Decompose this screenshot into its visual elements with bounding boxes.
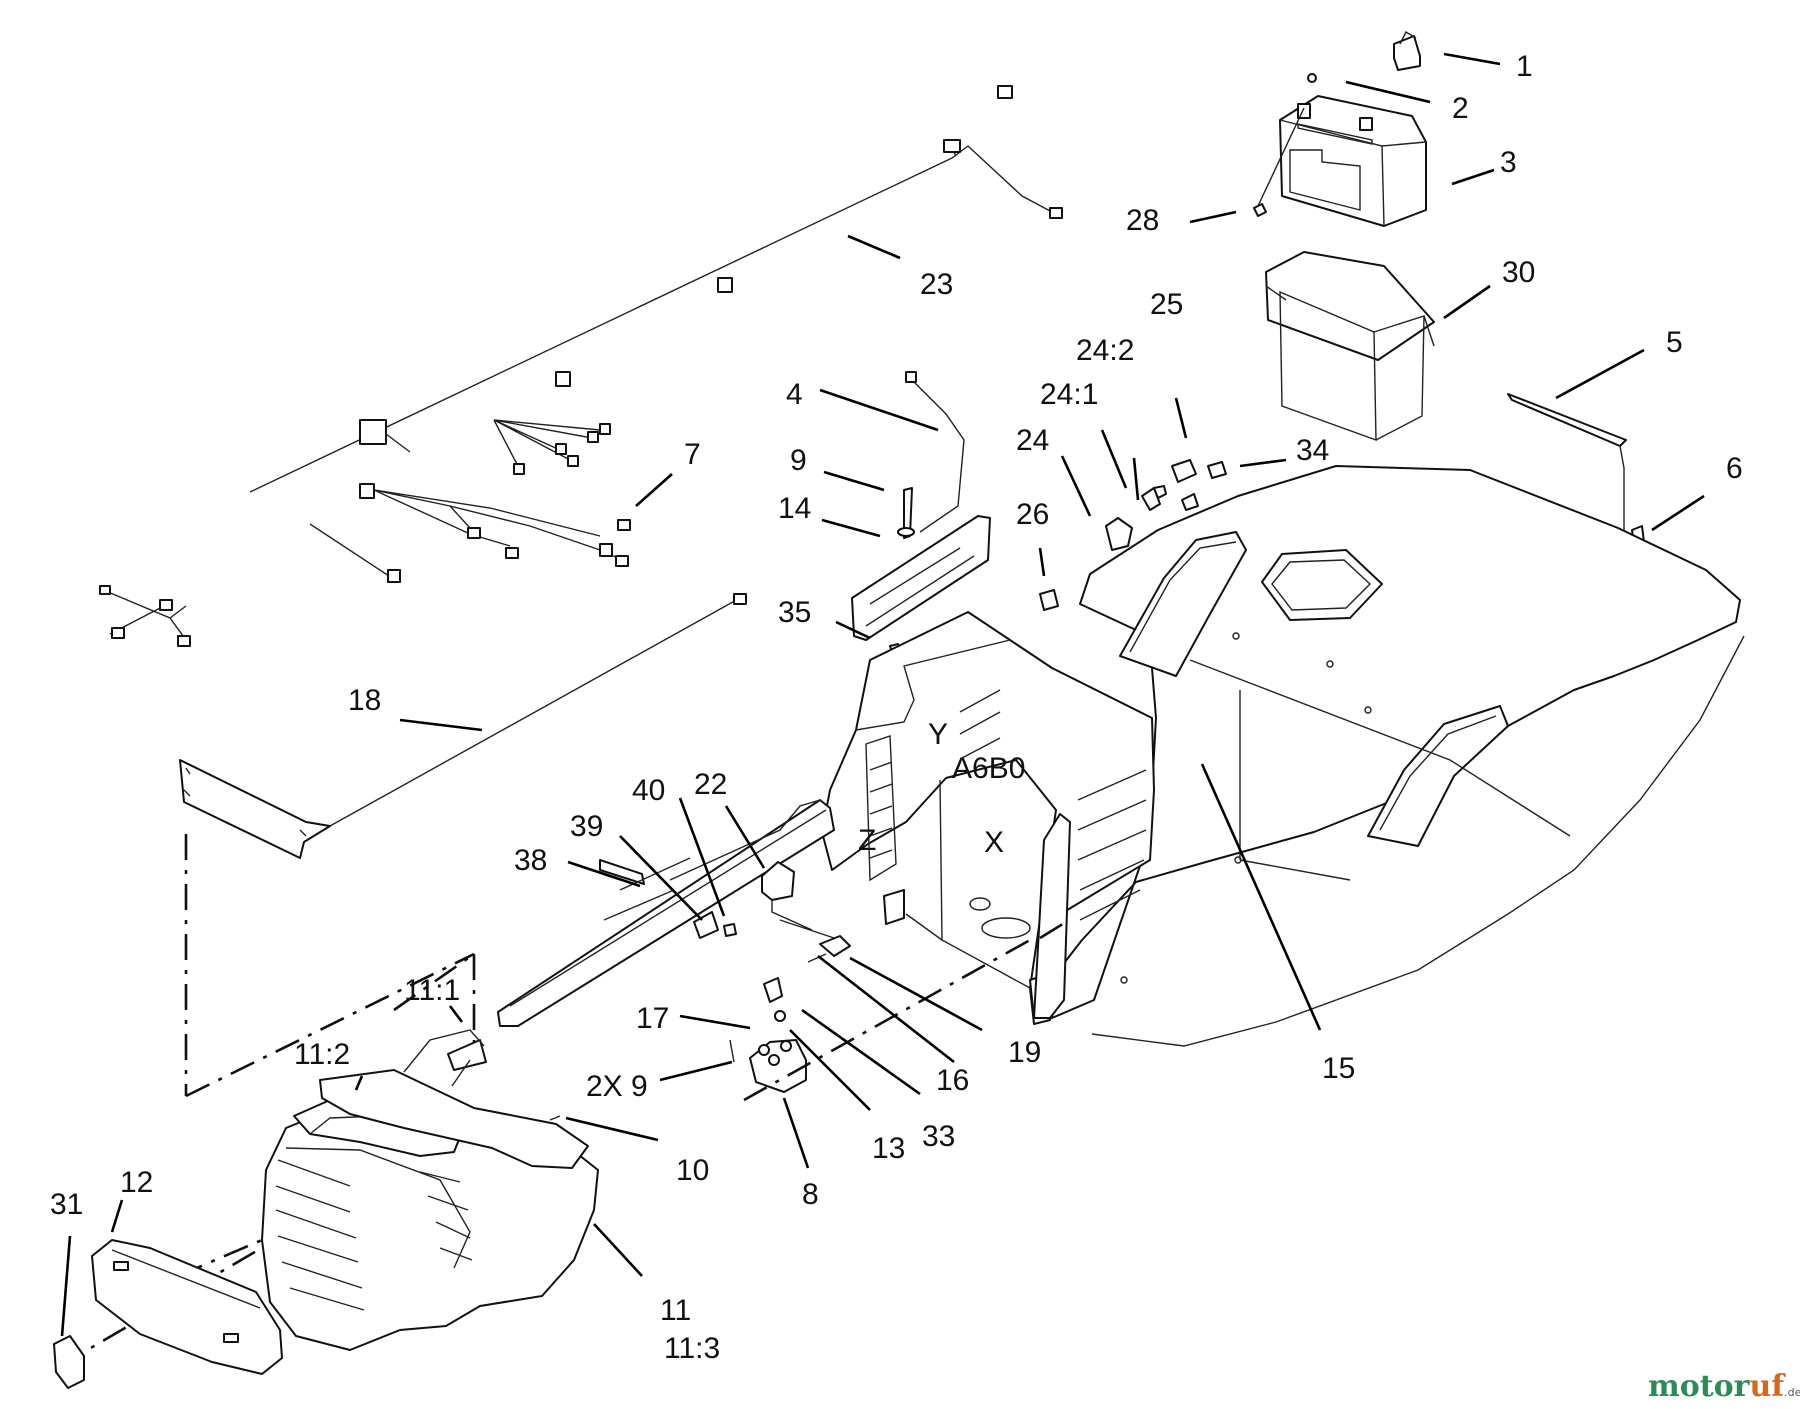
- callout-23: 23: [920, 268, 953, 301]
- dash-tower-part: [821, 611, 1155, 1025]
- ground-cable-part: [179, 593, 747, 859]
- relay-part: [761, 861, 795, 901]
- callout-25: 25: [1150, 288, 1183, 321]
- callout-11-1: 11:1: [404, 974, 460, 1007]
- fuse-part: [807, 953, 827, 963]
- frame-mark-z: Z: [858, 824, 876, 857]
- callout-10: 10: [676, 1154, 709, 1187]
- callout-24-1: 24:1: [1040, 378, 1098, 411]
- callout-39: 39: [570, 810, 603, 843]
- frame-marks: Y A6B0 Z X: [858, 718, 1025, 859]
- wire-harness-part: [99, 85, 1063, 647]
- terminal-cap-part: [1393, 31, 1421, 71]
- callout-38: 38: [514, 844, 547, 877]
- callout-12: 12: [120, 1166, 153, 1199]
- battery-part: [1279, 95, 1427, 227]
- callout-16: 16: [936, 1064, 969, 1097]
- callout-40: 40: [632, 774, 665, 807]
- callout-8: 8: [802, 1178, 819, 1211]
- callout-6: 6: [1726, 452, 1743, 485]
- callout-11: 11: [660, 1294, 691, 1327]
- leader-lines: [60, 52, 1705, 1337]
- solenoid-part: [729, 977, 807, 1093]
- badge-part: [53, 1335, 85, 1389]
- fender-body-part: [1051, 465, 1745, 1047]
- callout-28: 28: [1126, 204, 1159, 237]
- callout-18: 18: [348, 684, 381, 717]
- watermark-logo: motoruf.de: [1648, 1369, 1800, 1404]
- frame-mark-overlap: A6B0: [952, 752, 1025, 785]
- callout-4: 4: [786, 378, 803, 411]
- battery-tray-part: [1265, 251, 1435, 442]
- callout-15: 15: [1322, 1052, 1355, 1085]
- callout-24: 24: [1016, 424, 1049, 457]
- callout-1: 1: [1516, 50, 1533, 83]
- callout-2x9: 2X 9: [586, 1070, 648, 1103]
- callout-3: 3: [1500, 146, 1517, 179]
- hood-part: [261, 1029, 599, 1351]
- nut-part: [1253, 203, 1267, 217]
- callout-22: 22: [694, 768, 727, 801]
- callout-34: 34: [1296, 434, 1329, 467]
- callout-labels: 1 2 3 28 23 30 25 24:2 5 24:1 4 7 24 34 …: [50, 50, 1743, 1365]
- callout-19: 19: [1008, 1036, 1041, 1069]
- frame-mark-y: Y: [928, 718, 948, 751]
- callout-30: 30: [1502, 256, 1535, 289]
- frame-rail-part: [497, 799, 835, 1027]
- callout-5: 5: [1666, 326, 1683, 359]
- callout-26: 26: [1016, 498, 1049, 531]
- part-drawings: [53, 31, 1745, 1389]
- battery-cable-part: [1257, 107, 1305, 207]
- fuse-holder-part: [819, 935, 851, 957]
- callout-11-3: 11:3: [664, 1332, 720, 1365]
- callout-35: 35: [778, 596, 811, 629]
- callout-24-2: 24:2: [1076, 334, 1134, 367]
- watermark-text: motoruf.de: [1648, 1369, 1800, 1404]
- cable-bracket-part: [851, 371, 991, 641]
- callout-11-2: 11:2: [294, 1038, 350, 1071]
- callout-2: 2: [1452, 92, 1469, 125]
- callout-17: 17: [636, 1002, 669, 1035]
- callout-31: 31: [50, 1188, 83, 1221]
- relay-wire-part: [771, 900, 841, 941]
- ignition-switch-part: [1105, 459, 1227, 551]
- frame-mark-x: X: [984, 826, 1004, 859]
- screw-part: [1307, 73, 1317, 83]
- callout-7: 7: [684, 438, 701, 471]
- callout-14: 14: [778, 492, 811, 525]
- callout-13: 13: [872, 1132, 905, 1165]
- callout-9: 9: [790, 444, 807, 477]
- callout-33: 33: [922, 1120, 955, 1153]
- grille-part: [91, 1239, 283, 1375]
- switch-part: [1039, 589, 1059, 611]
